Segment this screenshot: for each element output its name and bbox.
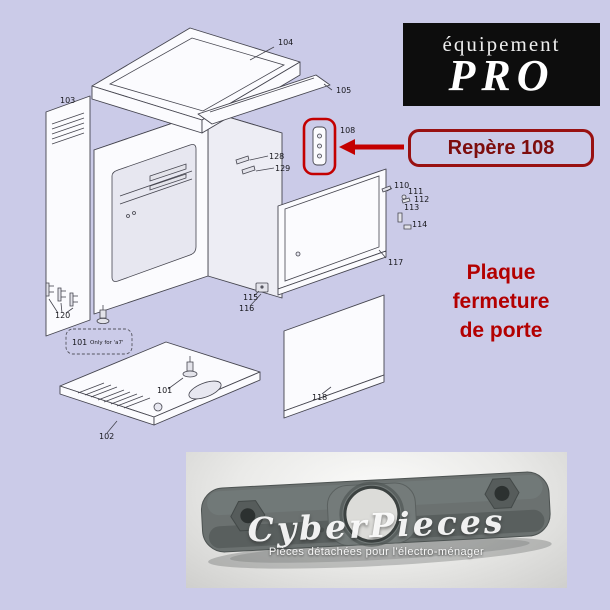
part-label-111: 111 (408, 187, 423, 196)
cabinet-body (93, 110, 283, 315)
part-label-102: 102 (99, 432, 114, 441)
brand-name-small: équipement (442, 32, 561, 57)
brand-name-big: PRO (448, 51, 555, 101)
product-caption: Plaque fermeture de porte (413, 258, 589, 345)
top-gasket-105 (197, 74, 333, 125)
caption-line-1: Plaque (466, 261, 536, 284)
repere-callout-label: Repère 108 (447, 136, 555, 159)
door-panel-117 (277, 168, 387, 296)
foot-101-left (65, 305, 133, 355)
brand-logo: équipement PRO (403, 23, 600, 106)
small-parts-110-114 (381, 185, 412, 230)
bracket-115-116 (249, 282, 269, 307)
part-label-113: 113 (404, 203, 419, 212)
exploded-diagram: 103 104 105 108 110 111 112 113 114 115 … (45, 27, 429, 441)
repere-highlight-box (302, 117, 337, 176)
note-box (65, 328, 133, 355)
part-label-101a: 101 (72, 338, 87, 347)
top-panel-104 (91, 27, 301, 134)
rails-128-129 (235, 155, 275, 175)
side-panel-103 (45, 95, 91, 337)
part-label-112: 112 (414, 195, 429, 204)
foot-101-right (167, 356, 198, 390)
part-label-118: 118 (312, 393, 327, 402)
caption-line-3: de porte (459, 319, 543, 342)
part-label-115: 115 (243, 293, 258, 302)
part-label-116: 116 (239, 304, 254, 313)
clips-120 (45, 282, 78, 314)
part-label-108: 108 (340, 126, 355, 135)
center-hole (343, 485, 401, 543)
door-closing-plate-108 (302, 117, 337, 176)
part-label-104: 104 (278, 38, 293, 47)
part-label-129: 129 (275, 164, 290, 173)
watermark-tagline: Pièces détachées pour l'électro-ménager (268, 546, 485, 558)
door-closing-plate (200, 471, 552, 569)
caption-line-2: fermeture (452, 290, 550, 313)
part-label-105: 105 (336, 86, 351, 95)
repere-callout: Repère 108 (408, 129, 594, 167)
note-only-for-a7: Only for 'a7' (90, 340, 124, 346)
part-label-110: 110 (394, 181, 409, 190)
part-label-114: 114 (412, 220, 427, 229)
repere-arrow (339, 139, 404, 155)
part-label-128: 128 (269, 152, 284, 161)
part-label-117: 117 (388, 258, 403, 267)
part-label-103: 103 (60, 96, 75, 105)
door-plate-photo (200, 471, 552, 569)
product-photo: CyberPieces Pièces détachées pour l'élec… (186, 452, 567, 588)
lower-panel-118 (283, 294, 385, 419)
part-label-101b: 101 (157, 386, 172, 395)
part-label-120: 120 (55, 311, 70, 320)
base-plate-102 (59, 341, 261, 426)
